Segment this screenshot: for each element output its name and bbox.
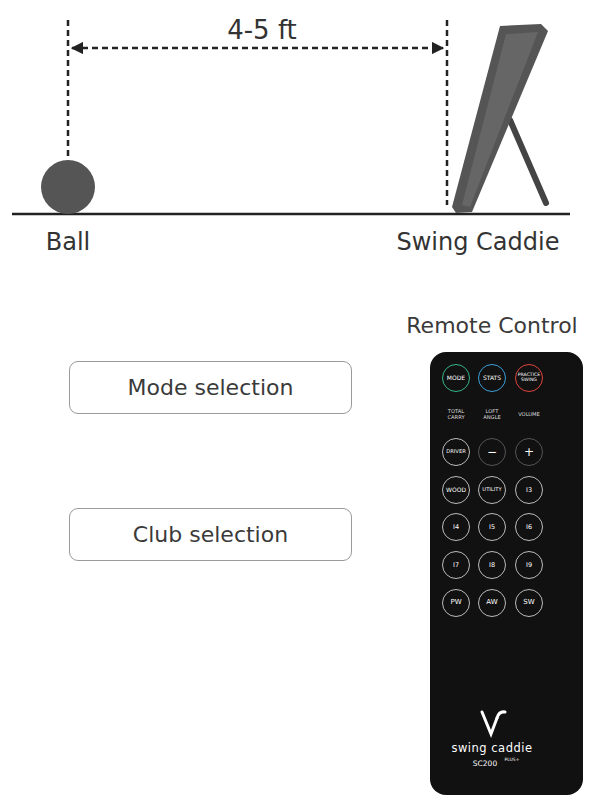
button-label: I7 (444, 562, 468, 569)
button-label: I3 (517, 487, 541, 494)
button-label: MODE (444, 375, 468, 381)
extension-line (446, 20, 449, 205)
remote-button: PW (442, 589, 470, 617)
button-label: I9 (517, 562, 541, 569)
dimension-label: 4-5 ft (225, 15, 299, 45)
remote-button: I3 (515, 476, 543, 504)
button-label: SW (517, 599, 541, 606)
remote-button: PRACTICE SWING (515, 364, 543, 392)
button-caption: VOLUME (514, 412, 544, 418)
remote-button: I8 (478, 551, 506, 579)
model-suffix: PLUS+ (505, 757, 520, 762)
ground-line (12, 213, 570, 216)
remote-button: I5 (478, 513, 506, 541)
button-label: PRACTICE SWING (517, 373, 541, 383)
button-label: I5 (480, 524, 504, 531)
golf-ball (41, 160, 95, 214)
extension-line (67, 20, 70, 160)
selection-box: Mode selection (69, 361, 352, 414)
button-label: UTILITY (480, 487, 504, 492)
selection-box: Club selection (69, 508, 352, 561)
swing-caddie-device (452, 24, 548, 213)
remote-button: I9 (515, 551, 543, 579)
button-label: I8 (480, 562, 504, 569)
button-caption: TOTAL CARRY (443, 409, 469, 420)
button-label: AW (480, 599, 504, 606)
button-label: − (480, 446, 504, 459)
button-label: PW (444, 599, 468, 606)
remote-button: I4 (442, 513, 470, 541)
part-name: Ball (46, 228, 91, 256)
remote-button: AW (478, 589, 506, 617)
box-label: Mode selection (128, 375, 294, 400)
remote-button: UTILITY (478, 476, 506, 504)
remote-button: SW (515, 589, 543, 617)
remote-button: + (515, 438, 543, 466)
button-label: + (517, 446, 541, 459)
remote-button: STATS (478, 364, 506, 392)
remote-button: MODE (442, 364, 470, 392)
logo-mark (482, 712, 505, 734)
button-label: WOOD (444, 487, 468, 493)
button-label: I4 (444, 524, 468, 531)
remote-button: − (478, 438, 506, 466)
model-text: SC200 (473, 759, 497, 768)
remote-body (430, 352, 583, 795)
button-label: STATS (480, 375, 504, 381)
button-label: DRIVER (444, 449, 468, 454)
part-name: Swing Caddie (397, 228, 560, 256)
remote-button: DRIVER (442, 438, 470, 466)
dimension-arrow (72, 47, 443, 50)
remote-button: WOOD (442, 476, 470, 504)
remote-button: I7 (442, 551, 470, 579)
name-heading: Remote Control (406, 313, 577, 338)
button-caption: LOFT ANGLE (479, 409, 505, 420)
box-label: Club selection (133, 522, 288, 547)
button-label: I6 (517, 524, 541, 531)
remote-button: I6 (515, 513, 543, 541)
brand-text: swing caddie (451, 741, 532, 755)
